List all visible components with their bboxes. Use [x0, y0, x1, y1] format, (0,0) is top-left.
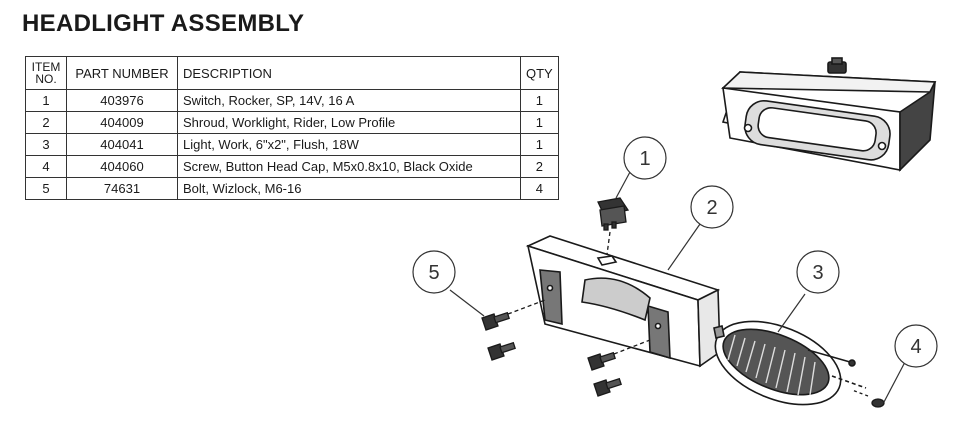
cell-description: Bolt, Wizlock, M6-16 [177, 177, 521, 200]
cell-description: Switch, Rocker, SP, 14V, 16 A [177, 89, 521, 112]
shroud-illustration [525, 235, 721, 368]
bolt-illustration [481, 299, 651, 397]
svg-text:4: 4 [910, 336, 921, 358]
work-light-illustration [713, 320, 867, 406]
table-row: 1 403976 Switch, Rocker, SP, 14V, 16 A 1 [25, 89, 559, 112]
table-row: 5 74631 Bolt, Wizlock, M6-16 4 [25, 177, 559, 200]
callout-leaders [449, 171, 906, 403]
cell-qty: 4 [520, 177, 559, 200]
callout-3: 3 [796, 250, 840, 294]
page-title: HEADLIGHT ASSEMBLY [22, 10, 305, 37]
cell-part-number: 74631 [66, 177, 178, 200]
cell-qty: 1 [520, 133, 559, 156]
callout-2: 2 [690, 185, 734, 229]
svg-text:2: 2 [706, 197, 717, 219]
svg-text:5: 5 [428, 262, 439, 284]
callout-4: 4 [894, 324, 938, 368]
table-row: 3 404041 Light, Work, 6"x2", Flush, 18W … [25, 133, 559, 156]
svg-text:1: 1 [639, 148, 650, 170]
screw-illustration [851, 389, 885, 408]
callout-5: 5 [412, 250, 456, 294]
cell-description: Light, Work, 6"x2", Flush, 18W [177, 133, 521, 156]
cell-description: Screw, Button Head Cap, M5x0.8x10, Black… [177, 155, 521, 178]
assembled-headlight-illustration [721, 57, 937, 172]
table-row: 4 404060 Screw, Button Head Cap, M5x0.8x… [25, 155, 559, 178]
column-header-qty: QTY [520, 56, 559, 90]
cell-part-number: 404060 [66, 155, 178, 178]
rocker-switch-illustration [597, 197, 630, 263]
cell-part-number: 404009 [66, 111, 178, 134]
callout-1: 1 [623, 136, 667, 180]
table-row: 2 404009 Shroud, Worklight, Rider, Low P… [25, 111, 559, 134]
svg-text:3: 3 [812, 262, 823, 284]
